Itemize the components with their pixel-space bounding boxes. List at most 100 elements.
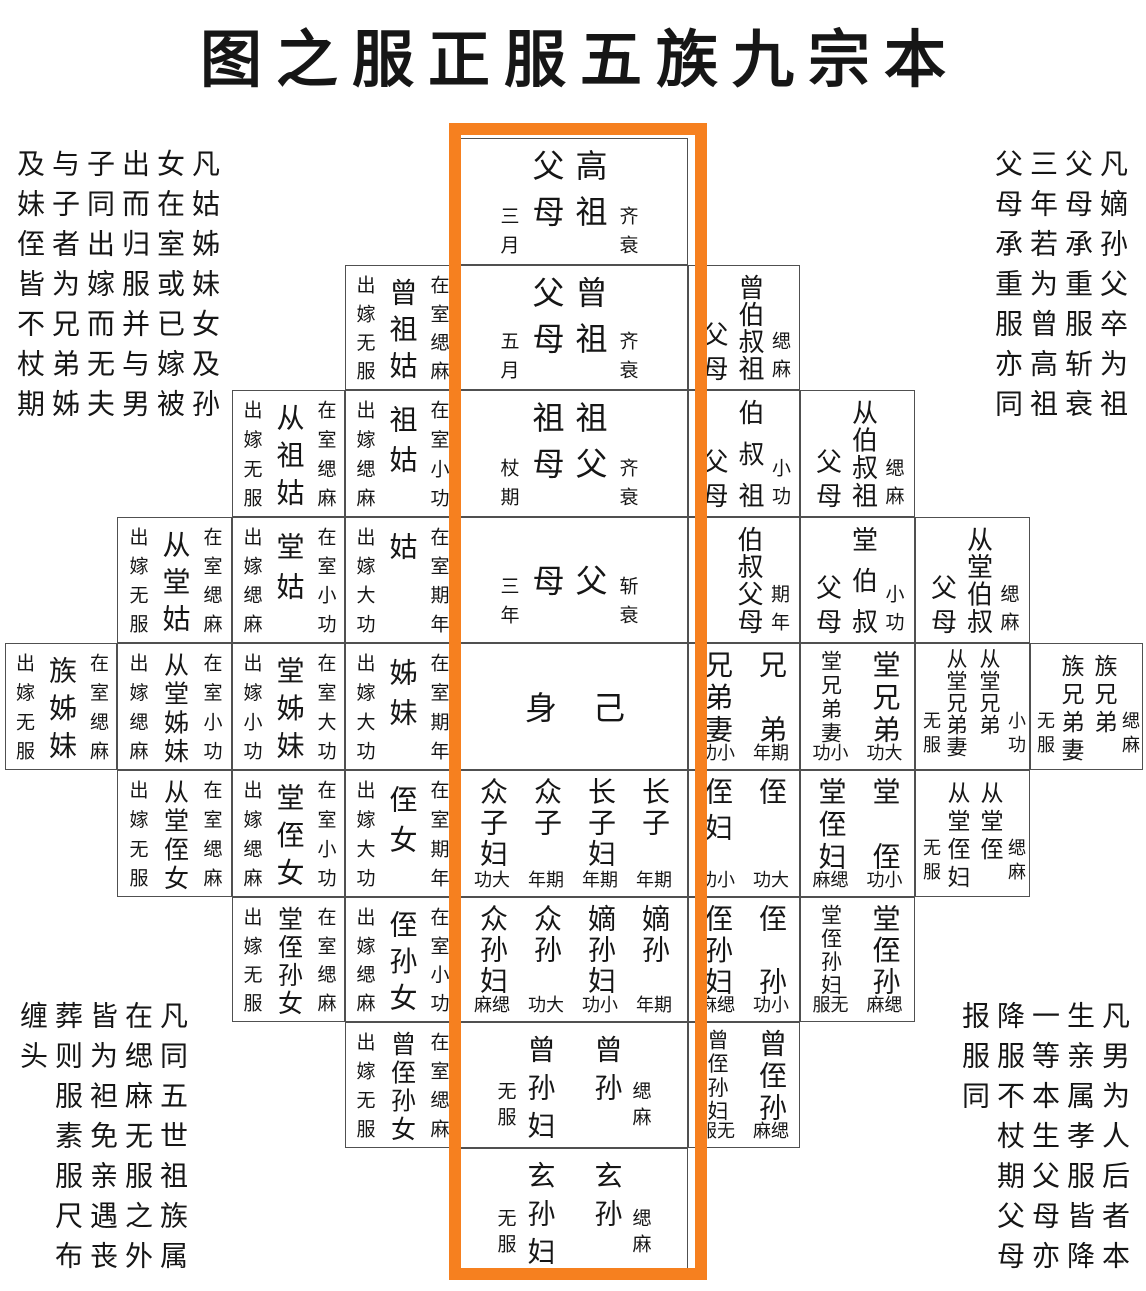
relative-name: 从伯叔祖: [847, 399, 878, 508]
cell-tang-zhi-nv: 在室小功 堂侄女 出嫁缌麻: [232, 770, 345, 897]
unmarried-mourning: 在室期年: [427, 780, 450, 887]
married-mourning: 出嫁缌麻: [353, 400, 376, 507]
mourning-grade: 麻缌: [699, 995, 735, 1016]
relative-name: 嫡孙: [638, 904, 671, 966]
mourning-grade: 服无: [812, 995, 849, 1016]
mourning-grade: 功小: [812, 743, 849, 764]
note-column: 出而归服并与男: [118, 149, 151, 429]
spouse-mourning-grade: 无服: [494, 1208, 517, 1260]
relative-entry: 众子妇 功大: [468, 777, 516, 892]
spouse-name: 父母: [811, 574, 842, 642]
unmarried-mourning: 在室缌麻: [314, 907, 337, 1012]
relative-name: 兄弟妻: [701, 650, 734, 743]
relative-entry: 堂侄孙 麻缌: [860, 904, 910, 1017]
mourning-grade: 服无: [699, 1121, 735, 1142]
mourning-grade: 功大: [753, 870, 789, 891]
mourning-grade: 年期: [582, 870, 618, 891]
cell-cong-zu-gu: 在室缌麻 从祖姑 出嫁无服: [232, 390, 345, 517]
married-mourning: 出嫁缌麻: [240, 527, 263, 633]
relative-name: 堂伯叔: [847, 526, 878, 634]
note-column: 一等本生父母亦: [1028, 1001, 1061, 1281]
relative-entry: 曾侄孙 麻缌: [746, 1029, 796, 1143]
note-column: 与子者为兄弟姊: [48, 149, 81, 429]
mourning-duration: 五月: [497, 331, 520, 389]
mourning-grade: 功小: [866, 870, 903, 891]
married-mourning: 出嫁无服: [353, 1032, 376, 1138]
note-column: 及妹侄皆不杖期: [13, 149, 46, 429]
mourning-grade: 缌麻: [629, 1081, 652, 1133]
mourning-grade: 期年: [768, 584, 790, 640]
mourning-grade: 缌麻: [997, 584, 1020, 640]
relative-entry: 长子妇 年期: [576, 777, 624, 892]
married-mourning: 出嫁小功: [240, 653, 263, 760]
note-top-right: 凡嫡孙父卒为祖 父母承重服斩衰 三年若为曾高祖 父母承重服亦同: [990, 149, 1130, 439]
relative-name: 父母: [527, 276, 566, 368]
mourning-grade: 齐衰: [616, 458, 639, 516]
cell-ceng-zu-gu: 在室缌麻 曾祖姑 出嫁无服: [345, 265, 458, 390]
relative-name: 曾侄孙女: [387, 1031, 417, 1141]
cell-cong-tang-gu: 在室缌麻 从堂姑 出嫁无服: [117, 517, 232, 643]
cell-zhi: 侄 功大 侄妇 功小: [688, 770, 800, 897]
relative-name: 祖姑: [385, 405, 419, 485]
cell-ceng-zu-fu-mu: 齐衰 曾祖 父母 五月: [458, 265, 688, 390]
cell-xiong-di: 兄弟 年期 兄弟妻 功小: [688, 643, 800, 770]
unmarried-mourning: 在室小功: [314, 527, 337, 633]
relative-entry: 兄弟妻 功小: [692, 650, 742, 765]
mourning-grade: 缌麻: [882, 458, 905, 514]
relative-name: 玄孙: [590, 1161, 624, 1237]
cell-cong-bo-shu-zu-fu-mu: 缌麻 从伯叔祖 父母: [800, 390, 915, 517]
married-mourning: 出嫁无服: [240, 907, 263, 1012]
cell-tang-gu: 在室小功 堂姑 出嫁缌麻: [232, 517, 345, 643]
married-mourning: 出嫁缌麻: [353, 907, 376, 1012]
note-column: 缠头: [16, 1001, 49, 1081]
unmarried-mourning: 在室缌麻: [200, 780, 223, 887]
married-mourning: 出嫁大功: [353, 780, 376, 887]
relative-name: 长子: [638, 777, 671, 839]
cell-fu-mu: 斩衰 父 母 三年: [458, 517, 688, 643]
unmarried-mourning: 在室期年: [427, 653, 450, 760]
relative-name: 众孙: [530, 904, 563, 966]
relative-name: 曾祖姑: [385, 278, 419, 379]
relative-name: 堂兄弟妻: [818, 650, 843, 743]
relative-name: 父: [570, 564, 609, 596]
relative-entry: 侄孙 功小: [746, 904, 796, 1017]
page-title: 图之服正服五族九宗本: [199, 23, 960, 96]
note-column: 凡男为人后者本: [1098, 1001, 1131, 1281]
cell-cong-tang-xiong-di: 小功 从堂兄弟 从堂兄弟妻 无服: [915, 643, 1030, 770]
note-column: 凡同五世祖族属: [156, 1001, 189, 1281]
spouse-name: 父母: [811, 448, 842, 516]
cell-zu-fu-mu: 齐衰 祖父 祖母 杖期: [458, 390, 688, 517]
relative-entry: 众子 年期: [522, 777, 570, 892]
spouse-name: 曾孙妇: [523, 1035, 557, 1149]
note-column: 凡姑姊妹女及孙: [188, 149, 221, 429]
relative-name: 姑: [385, 532, 419, 572]
self-label: 己: [588, 690, 626, 723]
note-bottom-right: 凡男为人后者本 生亲属孝服皆降 一等本生父母亦 降服不杖期父母 报服同: [957, 1001, 1132, 1291]
cell-tang-zi-mei: 在室大功 堂姊妹 出嫁小功: [232, 643, 345, 770]
relative-entry: 堂兄弟 功大: [860, 650, 910, 765]
spouse-mourning-grade: 无服: [920, 838, 941, 886]
cell-tang-zhi: 堂侄 功小 堂侄妇 麻缌: [800, 770, 915, 897]
unmarried-mourning: 在室小功: [314, 780, 337, 887]
relative-name: 众子: [530, 777, 563, 839]
mourning-grade: 功小: [699, 870, 735, 891]
spouse-name: 父母: [926, 574, 957, 642]
mourning-grade: 功大: [866, 743, 903, 764]
relative-name: 堂侄: [868, 777, 902, 870]
note-column: 降服不杖期父母: [993, 1001, 1026, 1281]
married-mourning: 出嫁缌麻: [126, 653, 149, 760]
relative-name: 侄女: [385, 785, 419, 865]
relative-name: 从堂伯叔: [962, 526, 993, 634]
mourning-grade: 缌麻: [629, 1208, 652, 1260]
cell-ceng-zhi-sun: 曾侄孙 麻缌 曾侄孙妇 服无: [688, 1022, 800, 1148]
cell-zhi-sun: 侄孙 功小 侄孙妇 麻缌: [688, 897, 800, 1022]
relative-name: 姊妹: [385, 658, 419, 738]
married-mourning: 出嫁大功: [353, 527, 376, 633]
unmarried-mourning: 在室大功: [314, 653, 337, 760]
relative-name: 长子妇: [584, 777, 617, 870]
relative-name: 堂侄孙妇: [818, 904, 843, 995]
relative-entry: 曾侄孙妇 服无: [692, 1029, 742, 1143]
mourning-grade: 小功: [1005, 711, 1026, 759]
cell-xuan-sun: 缌麻 玄孙 玄孙妇 无服: [458, 1148, 688, 1275]
mourning-grade: 年期: [636, 995, 672, 1016]
